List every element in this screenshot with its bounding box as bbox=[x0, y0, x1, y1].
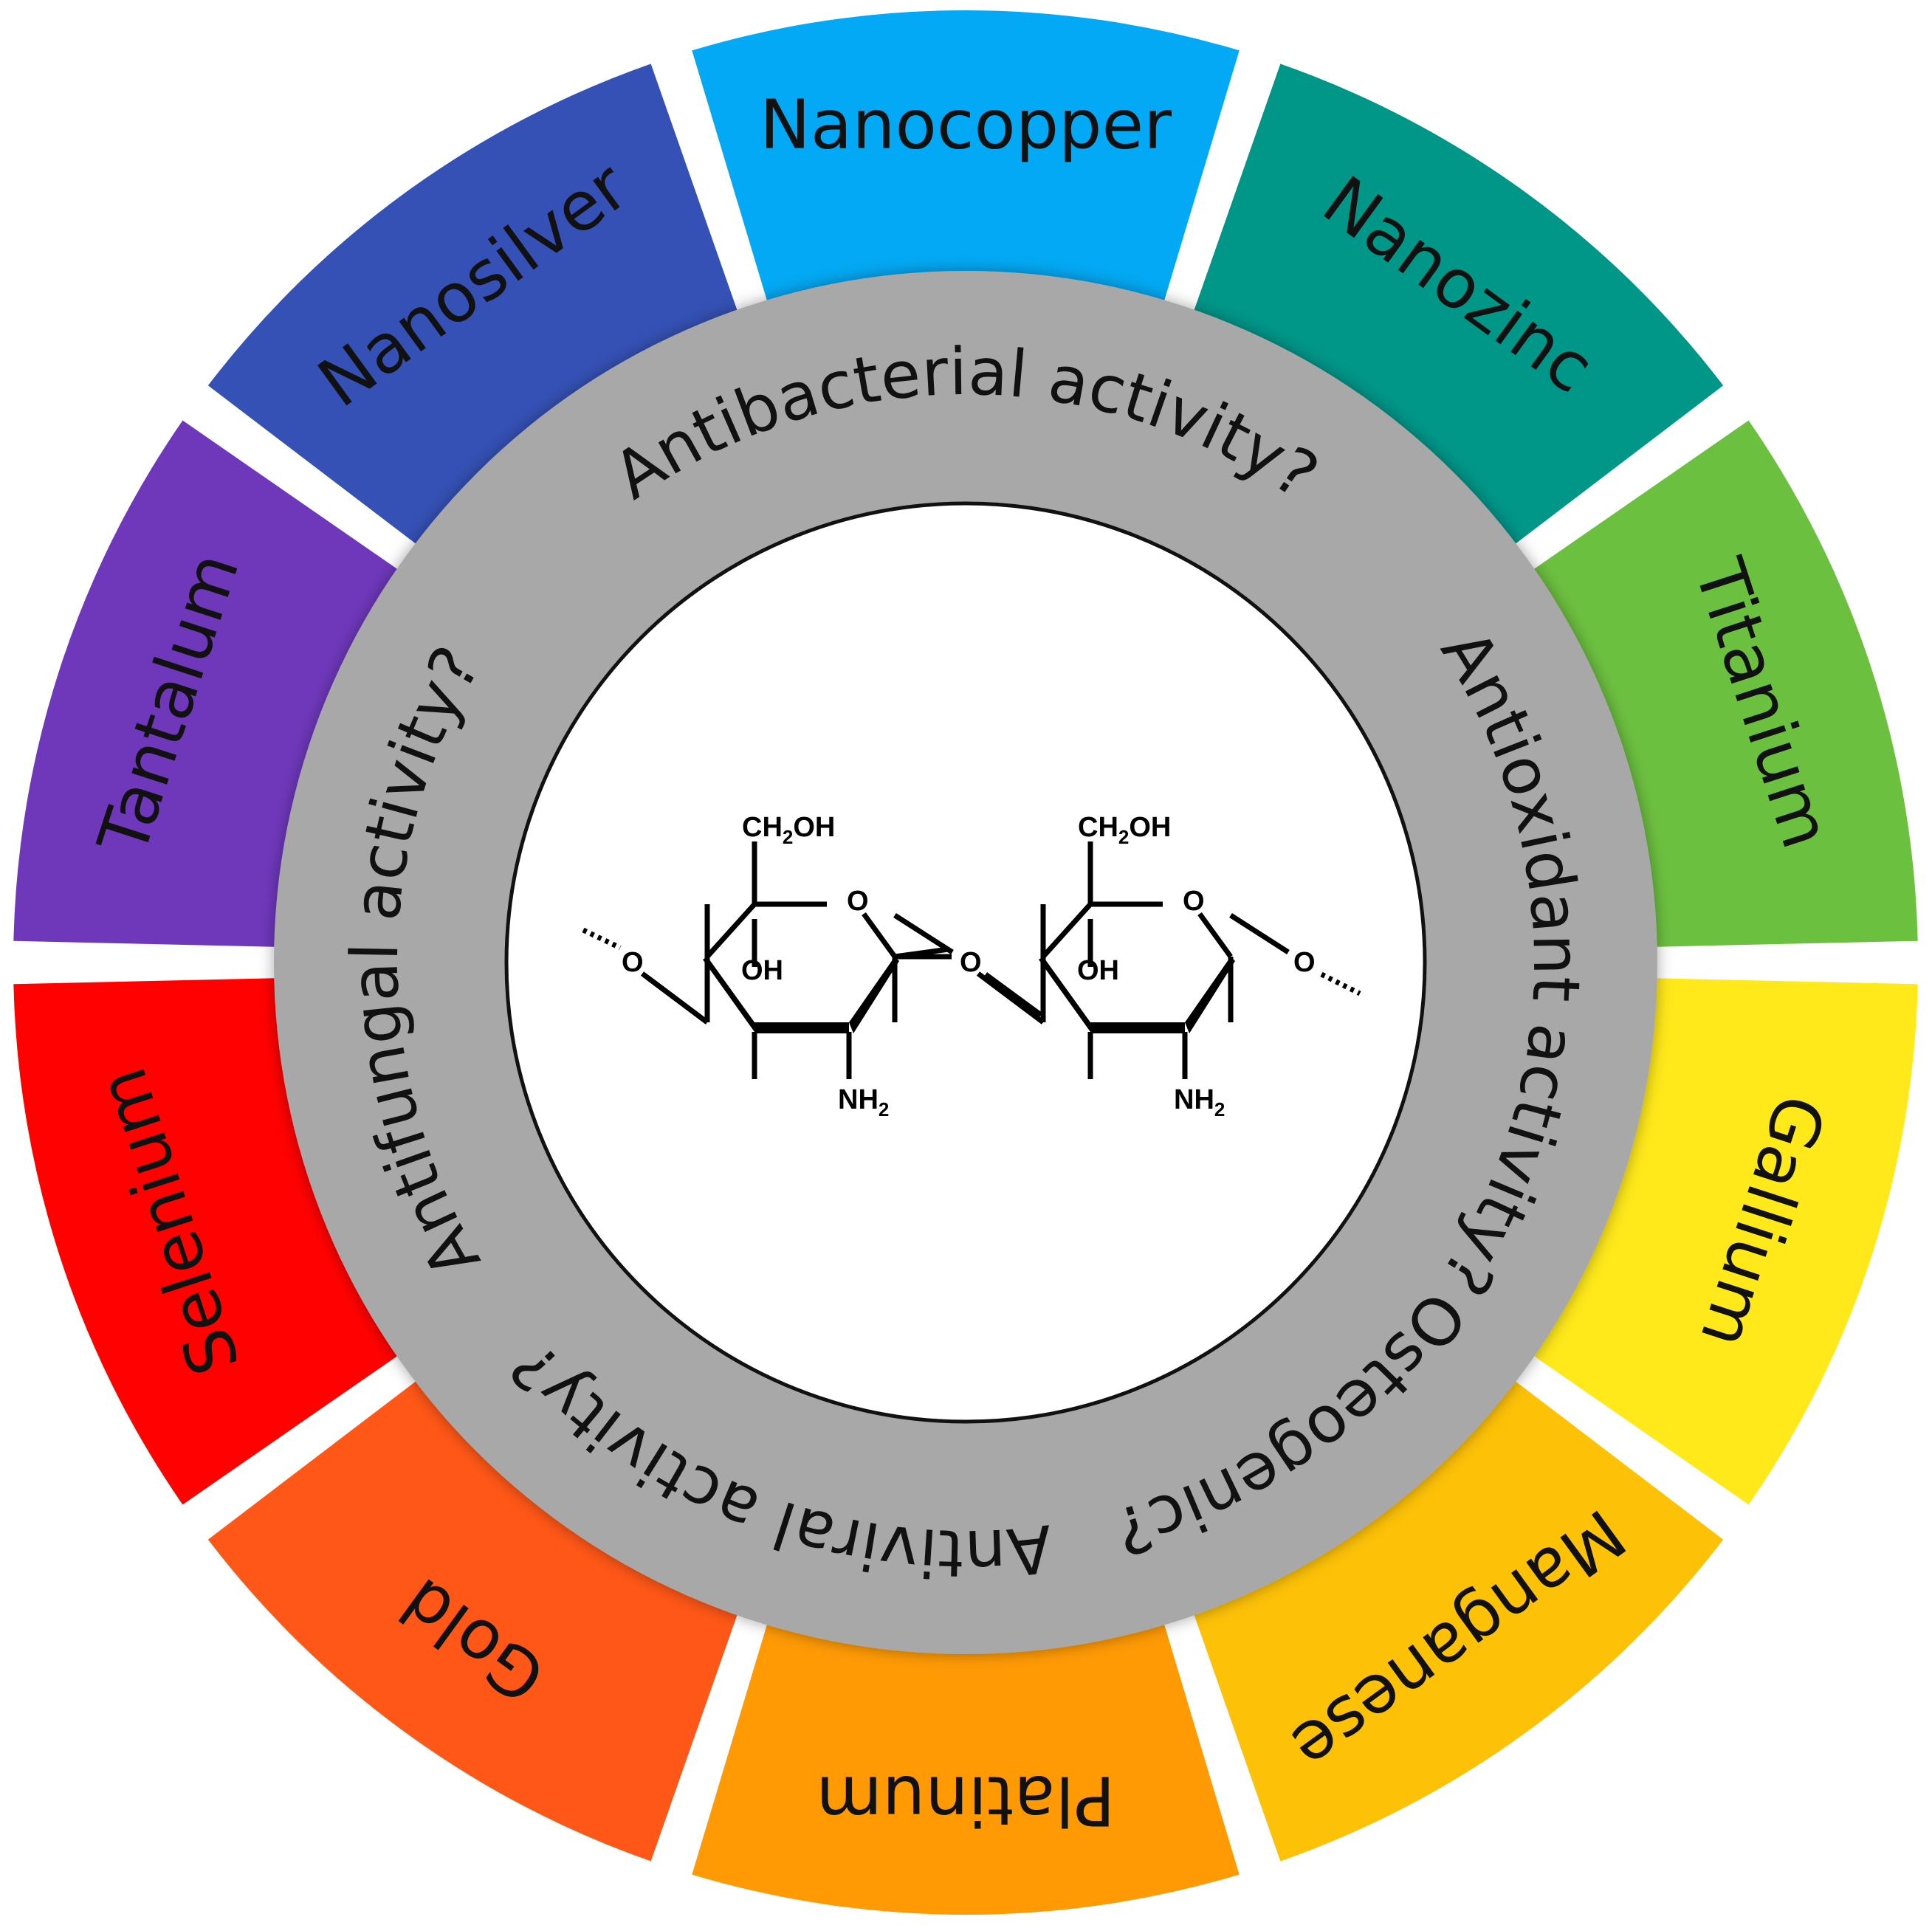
left-ch2oh: CH2OH bbox=[742, 812, 835, 848]
end-bond-right bbox=[1229, 913, 1290, 954]
segment-label-nanocopper: Nanocopper bbox=[760, 86, 1172, 165]
segment-manganese bbox=[1183, 1363, 1724, 1862]
end-bond-left bbox=[646, 976, 709, 1025]
center-disc bbox=[504, 501, 1427, 1424]
right-ring-oxygen: O bbox=[1183, 886, 1205, 917]
right-nh2: NH2 bbox=[1174, 1084, 1225, 1120]
bridge-oxygen: O bbox=[960, 947, 982, 978]
right-ch2oh: CH2OH bbox=[1078, 812, 1171, 848]
dotted-chain-left bbox=[582, 927, 622, 951]
segment-label-platinum: Platinum bbox=[816, 1761, 1115, 1840]
segment-nanosilver bbox=[207, 63, 748, 562]
glycosidic-bond-right bbox=[983, 972, 1043, 1017]
segment-nanocopper bbox=[692, 10, 1240, 330]
left-end-oxygen: O bbox=[622, 947, 644, 978]
left-nh2: NH2 bbox=[838, 1084, 889, 1120]
segment-nanozinc bbox=[1183, 63, 1724, 562]
chitosan-labels: O O O O O OH OH CH2OH CH2OH NH2 NH2 bbox=[622, 812, 1316, 1120]
chitosan-structure bbox=[582, 841, 1361, 1079]
segment-platinum bbox=[692, 1595, 1240, 1915]
left-ring-oxygen: O bbox=[847, 886, 869, 917]
right-hydroxyl: OH bbox=[1077, 955, 1119, 986]
right-end-oxygen: O bbox=[1293, 947, 1316, 978]
dotted-chain-right bbox=[1320, 971, 1361, 996]
left-hydroxyl: OH bbox=[741, 955, 783, 986]
glycosidic-bond-left bbox=[893, 913, 954, 954]
segment-gold bbox=[207, 1363, 748, 1862]
glucosamine-unit-right bbox=[976, 841, 1235, 1079]
